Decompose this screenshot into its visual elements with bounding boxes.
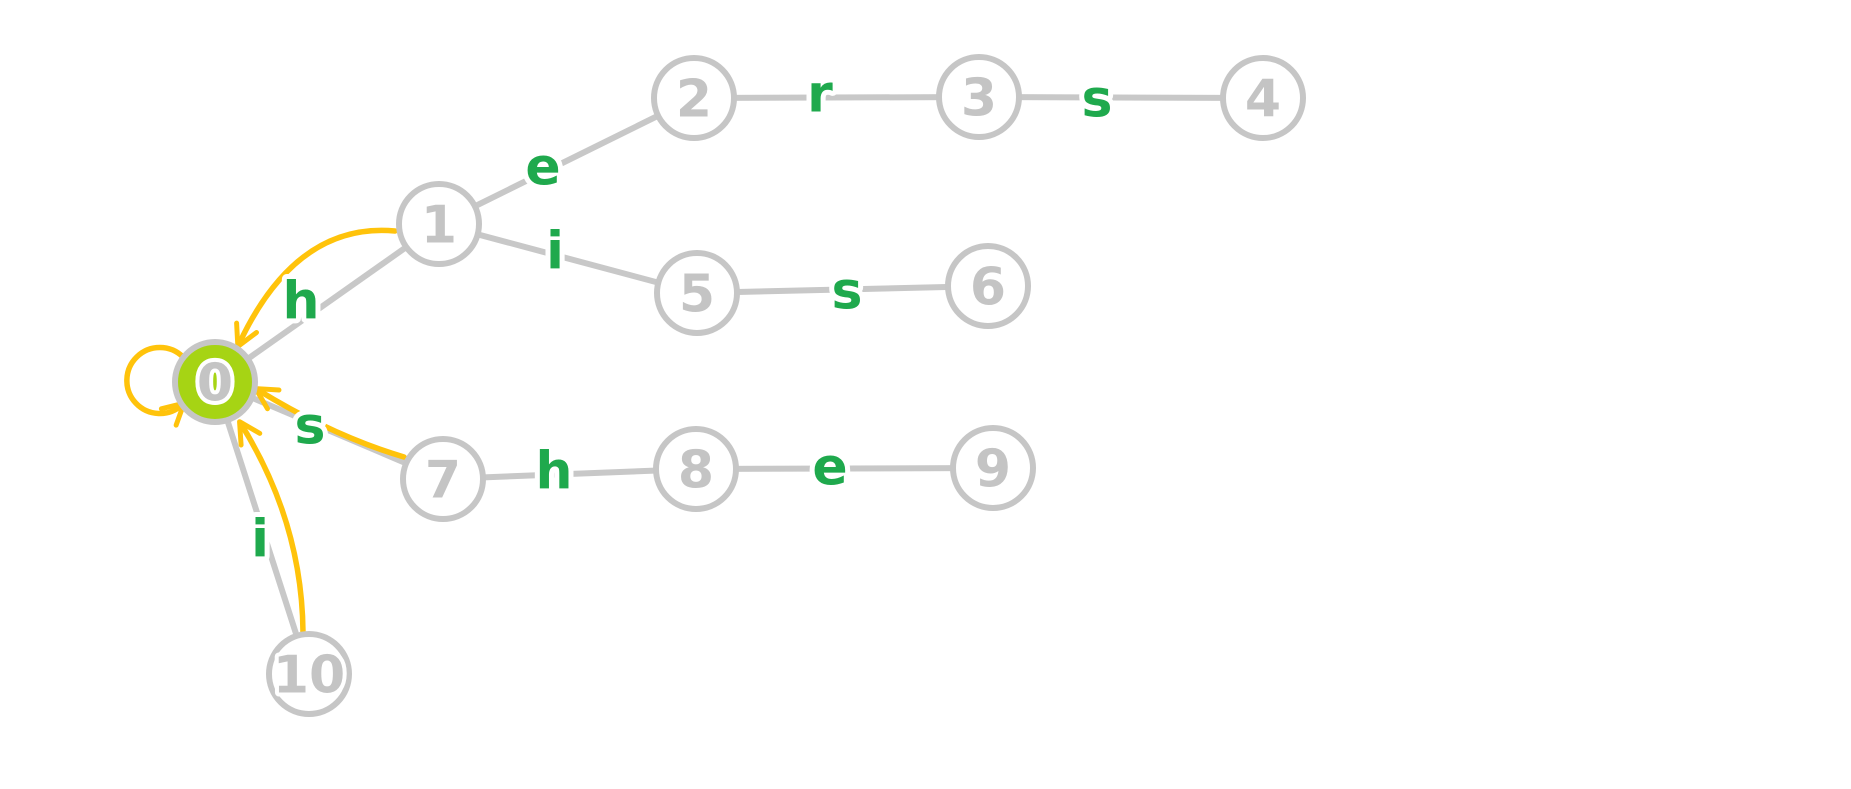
node-label-5: 5 bbox=[679, 265, 715, 325]
edge-label-0-7: s bbox=[295, 397, 326, 457]
edge-1-5 bbox=[438, 221, 698, 296]
edge-label-3-4: s bbox=[1082, 70, 1113, 130]
edge-label-1-5: i bbox=[546, 222, 564, 282]
edge-8-9 bbox=[695, 465, 994, 472]
failure-link-0-0 bbox=[124, 344, 187, 428]
state-circle[interactable] bbox=[936, 54, 1022, 140]
node-label-4: 4 bbox=[1245, 70, 1281, 130]
edge-label-8-9: e bbox=[812, 438, 847, 498]
edge-2-3 bbox=[693, 94, 980, 101]
node-4[interactable]: 4 bbox=[1220, 55, 1306, 141]
state-circle[interactable] bbox=[945, 243, 1031, 329]
node-1[interactable]: 1 bbox=[396, 181, 482, 267]
nodes-layer: 0 1 2 3 4 5 6 7 8 9 10 bbox=[172, 54, 1306, 717]
node-label-0: 0 bbox=[197, 354, 233, 414]
node-2[interactable]: 2 bbox=[651, 55, 737, 141]
node-0[interactable]: 0 bbox=[172, 339, 258, 425]
edge-label-0-1: h bbox=[282, 272, 319, 332]
state-circle[interactable] bbox=[651, 55, 737, 141]
node-6[interactable]: 6 bbox=[945, 243, 1031, 329]
node-9[interactable]: 9 bbox=[950, 425, 1036, 511]
state-circle[interactable] bbox=[950, 425, 1036, 511]
edge-0-1 bbox=[213, 221, 441, 385]
edge-5-6 bbox=[696, 283, 989, 296]
node-10[interactable]: 10 bbox=[266, 631, 352, 717]
node-3[interactable]: 3 bbox=[936, 54, 1022, 140]
edge-label-1-2: e bbox=[525, 138, 560, 198]
node-7[interactable]: 7 bbox=[400, 436, 486, 522]
edge-label-2-3: r bbox=[807, 65, 833, 125]
tree-edges bbox=[212, 94, 1264, 675]
state-circle[interactable] bbox=[1220, 55, 1306, 141]
state-circle[interactable] bbox=[653, 426, 739, 512]
edge-label-5-6: s bbox=[832, 262, 863, 322]
failure-links bbox=[124, 227, 407, 635]
state-circle[interactable] bbox=[654, 250, 740, 336]
edge-label-0-10: i bbox=[251, 510, 269, 570]
node-label-7: 7 bbox=[425, 451, 461, 511]
node-label-8: 8 bbox=[678, 441, 714, 501]
edge-3-4 bbox=[978, 94, 1264, 101]
edge-1-2 bbox=[437, 95, 696, 227]
failure-link-1-0 bbox=[234, 227, 398, 349]
failure-link-10-0 bbox=[237, 419, 306, 635]
node-5[interactable]: 5 bbox=[654, 250, 740, 336]
node-label-1: 1 bbox=[421, 196, 457, 256]
edge-label-7-8: h bbox=[535, 442, 572, 502]
state-circle[interactable] bbox=[400, 436, 486, 522]
node-8[interactable]: 8 bbox=[653, 426, 739, 512]
failure-link-7-0 bbox=[253, 386, 407, 460]
node-label-10: 10 bbox=[273, 646, 345, 706]
state-circle[interactable] bbox=[396, 181, 482, 267]
node-label-6: 6 bbox=[970, 258, 1006, 318]
node-label-9: 9 bbox=[975, 440, 1011, 500]
active-state-circle[interactable] bbox=[172, 339, 258, 425]
edge-0-10 bbox=[212, 381, 312, 675]
node-label-3: 3 bbox=[961, 69, 997, 129]
node-label-2: 2 bbox=[676, 70, 712, 130]
state-circle[interactable] bbox=[266, 631, 352, 717]
